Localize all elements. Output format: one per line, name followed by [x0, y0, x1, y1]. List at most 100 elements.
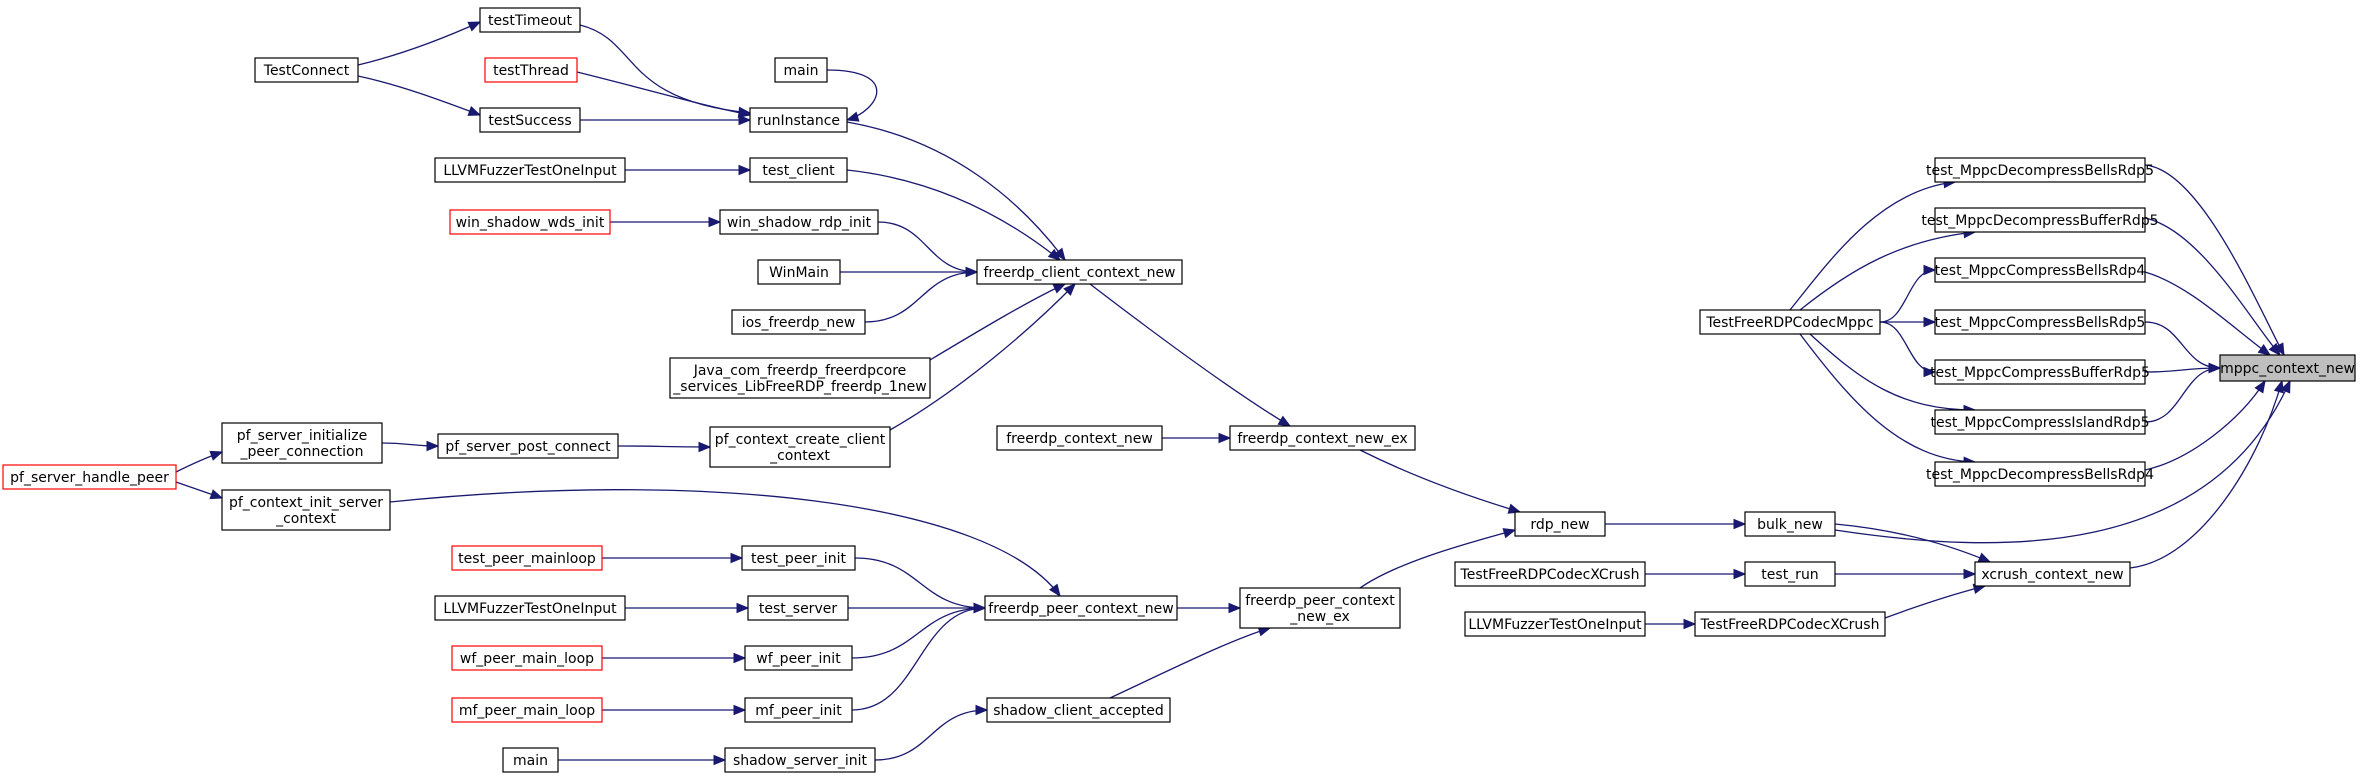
function-nodes: mppc_context_new test_MppcDecompressBells… [2, 7, 2356, 773]
edge-test-free-rdpcodec-xcrush-to-xcrush-context-new [1884, 583, 1987, 619]
node-box [984, 595, 1178, 621]
node-label: _new_ex [1289, 609, 1350, 625]
edge-bulk-new-to-mppc-context-new [1834, 379, 2291, 544]
edge-test-client-to-freerdp-client-context-new [846, 169, 1062, 261]
node-run-instance[interactable]: runInstance [749, 107, 848, 133]
node-win-shadow-wds-init[interactable]: win_shadow_wds_init [449, 209, 611, 235]
node-test-free-rdpcodec-mppc[interactable]: TestFreeRDPCodecMppc [1699, 309, 1881, 335]
edge-line [1359, 449, 1521, 513]
edge-arrowhead [2268, 342, 2281, 357]
node-bulk-new[interactable]: bulk_new [1744, 511, 1836, 537]
node-test-client[interactable]: test_client [749, 157, 848, 183]
node-main-shadow[interactable]: main [502, 747, 559, 773]
node-box [1974, 561, 2131, 587]
edge-test-mppc-compress-bells-rdp4-to-mppc-context-new [2144, 271, 2272, 356]
node-freerdp-client-context-new[interactable]: freerdp_client_context_new [976, 259, 1183, 285]
node-win-main[interactable]: WinMain [757, 259, 841, 285]
node-test-connect[interactable]: TestConnect [254, 57, 359, 83]
node-mppc-context-new[interactable]: mppc_context_new [2219, 354, 2356, 382]
node-test-mppc-compress-buffer-rdp5[interactable]: test_MppcCompressBufferRdp5 [1930, 359, 2150, 385]
node-freerdp-context-new[interactable]: freerdp_context_new [996, 425, 1163, 451]
edge-arrowhead [2273, 342, 2285, 357]
edge-arrowhead [730, 552, 744, 564]
edge-arrowhead [1923, 366, 1937, 378]
edge-ios-freerdp-new-to-freerdp-client-context-new [864, 266, 979, 323]
node-rdp-new[interactable]: rdp_new [1514, 511, 1606, 537]
node-box [1454, 561, 1646, 587]
node-label: test_server [759, 601, 837, 617]
edge-line [1879, 269, 1936, 323]
node-box [1934, 257, 2146, 283]
node-ios-freerdp-new[interactable]: ios_freerdp_new [731, 309, 866, 335]
edge-line [2144, 271, 2271, 356]
node-mf-peer-init[interactable]: mf_peer_init [744, 697, 853, 723]
node-label: LLVMFuzzerTestOneInput [443, 163, 617, 179]
node-label: mf_peer_main_loop [459, 703, 595, 719]
edge-line [1359, 529, 1516, 589]
node-test-mppc-compress-bells-rdp4[interactable]: test_MppcCompressBellsRdp4 [1934, 257, 2146, 283]
node-test-peer-mainloop[interactable]: test_peer_mainloop [451, 545, 603, 571]
node-label: freerdp_peer_context [1245, 593, 1395, 609]
node-java-freerdp-new[interactable]: Java_com_freerdp_freerdpcore_services_Li… [669, 357, 931, 399]
node-box [449, 209, 611, 235]
node-xcrush-context-new[interactable]: xcrush_context_new [1974, 561, 2131, 587]
node-pf-context-init-server-context[interactable]: pf_context_init_server_context [221, 489, 391, 531]
node-test-mppc-compress-island-rdp5[interactable]: test_MppcCompressIslandRdp5 [1930, 409, 2150, 435]
edge-arrowhead [698, 441, 712, 453]
node-test-peer-init[interactable]: test_peer_init [741, 545, 856, 571]
node-shadow-server-init[interactable]: shadow_server_init [724, 747, 876, 773]
node-label: TestFreeRDPCodecXCrush [1460, 567, 1640, 583]
node-freerdp-context-new-ex[interactable]: freerdp_context_new_ex [1229, 425, 1416, 451]
node-freerdp-peer-context-new[interactable]: freerdp_peer_context_new [984, 595, 1178, 621]
node-label: test_peer_init [751, 551, 846, 567]
edge-line [1089, 283, 1291, 427]
node-label: shadow_server_init [733, 753, 868, 769]
node-box [749, 157, 848, 183]
node-pf-server-handle-peer[interactable]: pf_server_handle_peer [2, 464, 177, 490]
node-test-free-rdpcodec-xcrush-caller[interactable]: TestFreeRDPCodecXCrush [1454, 561, 1646, 587]
node-llvmfuzzer-server[interactable]: LLVMFuzzerTestOneInput [434, 595, 626, 621]
edge-test-timeout-to-run-instance [579, 24, 752, 118]
node-mf-peer-main-loop[interactable]: mf_peer_main_loop [451, 697, 603, 723]
node-freerdp-peer-context-new-ex[interactable]: freerdp_peer_context_new_ex [1239, 587, 1401, 629]
node-test-success[interactable]: testSuccess [479, 107, 581, 133]
node-box [774, 57, 828, 83]
node-box [1514, 511, 1606, 537]
node-pf-server-initialize-peer-connection[interactable]: pf_server_initialize_peer_connection [221, 422, 383, 464]
node-wf-peer-main-loop[interactable]: wf_peer_main_loop [451, 645, 603, 671]
node-test-run[interactable]: test_run [1744, 561, 1836, 587]
node-win-shadow-rdp-init[interactable]: win_shadow_rdp_init [719, 209, 879, 235]
node-test-free-rdpcodec-xcrush[interactable]: TestFreeRDPCodecXCrush [1694, 611, 1886, 637]
edge-arrowhead [1977, 552, 1992, 563]
node-test-server[interactable]: test_server [747, 595, 849, 621]
edge-line [1884, 585, 1986, 619]
node-test-thread[interactable]: testThread [484, 57, 578, 83]
node-main-run[interactable]: main [774, 57, 828, 83]
node-label: _context [769, 448, 830, 464]
edge-arrowhead [1923, 316, 1937, 328]
edge-arrowhead [2273, 379, 2284, 394]
node-pf-server-post-connect[interactable]: pf_server_post_connect [437, 433, 619, 459]
node-label: wf_peer_main_loop [460, 651, 594, 667]
node-pf-context-create-client-context[interactable]: pf_context_create_client_context [709, 426, 891, 468]
node-llvmfuzzer-client[interactable]: LLVMFuzzerTestOneInput [434, 157, 626, 183]
node-label: freerdp_peer_context_new [988, 601, 1173, 617]
node-shadow-client-accepted[interactable]: shadow_client_accepted [986, 697, 1171, 723]
node-test-mppc-decompress-bells-rdp5[interactable]: test_MppcDecompressBellsRdp5 [1926, 157, 2154, 183]
node-llvmfuzzer-xcrush[interactable]: LLVMFuzzerTestOneInput [1464, 611, 1646, 637]
node-box [1934, 461, 2146, 487]
node-test-mppc-decompress-bells-rdp4[interactable]: test_MppcDecompressBellsRdp4 [1926, 461, 2154, 487]
node-wf-peer-init[interactable]: wf_peer_init [744, 645, 853, 671]
node-label: bulk_new [1757, 517, 1823, 533]
edge-line [2144, 380, 2266, 471]
edge-line [2144, 217, 2281, 356]
node-label: TestFreeRDPCodecXCrush [1700, 617, 1880, 633]
node-test-timeout[interactable]: testTimeout [479, 7, 581, 33]
node-test-mppc-decompress-buffer-rdp5[interactable]: test_MppcDecompressBufferRdp5 [1921, 207, 2159, 233]
node-label: WinMain [769, 265, 829, 281]
edge-test-mppc-decompress-bells-rdp5-to-mppc-context-new [2144, 164, 2285, 357]
edge-arrowhead [1277, 415, 1292, 427]
edge-arrowhead [2254, 379, 2266, 394]
node-test-mppc-compress-bells-rdp5[interactable]: test_MppcCompressBellsRdp5 [1934, 309, 2146, 335]
edge-main-shadow-to-shadow-server-init [557, 754, 727, 766]
